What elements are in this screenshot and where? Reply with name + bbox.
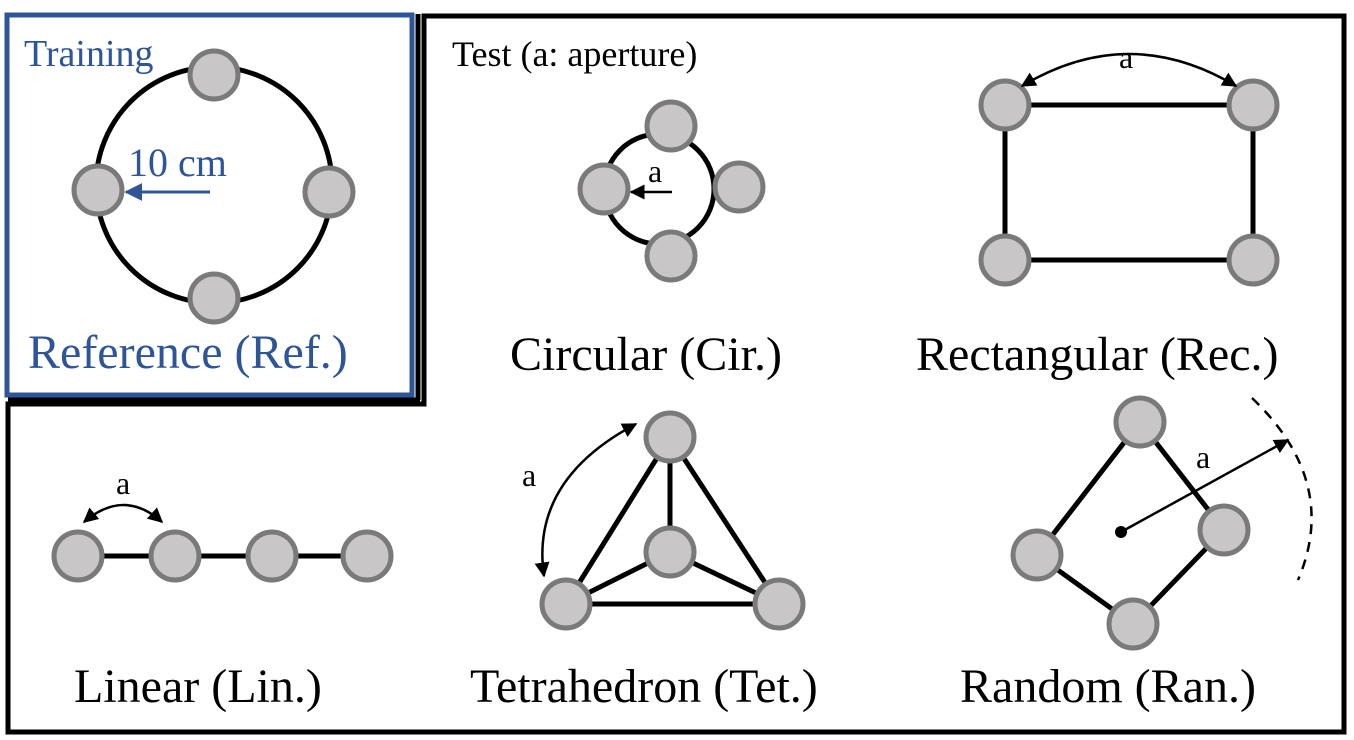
rectangular-array <box>978 52 1280 287</box>
tetrahedron-node <box>643 525 697 579</box>
circular-caption: Circular (Cir.) <box>510 328 782 381</box>
linear-node <box>148 529 202 583</box>
radius-label: 10 cm <box>128 140 227 185</box>
random-aperture-label: a <box>1196 439 1210 475</box>
rectangular-edges <box>1002 102 1256 263</box>
rectangular-caption: Rectangular (Rec.) <box>916 328 1278 381</box>
circular-node <box>577 162 631 216</box>
rectangular-node <box>1226 233 1280 287</box>
circular-array <box>577 99 766 283</box>
reference-array <box>71 48 356 325</box>
random-node <box>1010 528 1064 582</box>
rectangular-aperture-arc <box>1020 52 1238 88</box>
tetrahedron-edge <box>667 435 782 606</box>
rectangular-node <box>1226 78 1280 132</box>
linear-array <box>51 503 394 583</box>
reference-node <box>302 165 356 219</box>
linear-aperture-arc <box>82 503 164 523</box>
reference-ring <box>93 64 335 306</box>
random-node <box>1106 597 1160 651</box>
circular-node <box>712 160 766 214</box>
random-node <box>1197 503 1251 557</box>
reference-node <box>187 271 241 325</box>
random-array <box>1010 395 1313 651</box>
training-frame <box>4 12 415 398</box>
test-frame <box>5 13 1347 735</box>
reference-node <box>71 163 125 217</box>
circular-node <box>644 229 698 283</box>
linear-node <box>245 529 299 583</box>
test-label: Test (a: aperture) <box>452 34 697 74</box>
rectangular-node <box>978 78 1032 132</box>
random-node <box>1113 395 1167 449</box>
circular-node <box>644 99 698 153</box>
linear-caption: Linear (Lin.) <box>74 660 322 713</box>
linear-aperture-label: a <box>116 465 130 501</box>
tetrahedron-caption: Tetrahedron (Tet.) <box>470 660 818 713</box>
tetrahedron-aperture-arc <box>534 422 638 578</box>
linear-node <box>51 529 105 583</box>
reference-caption: Reference (Ref.) <box>28 326 348 379</box>
random-caption: Random (Ran.) <box>960 660 1256 713</box>
tetrahedron-node <box>539 577 593 631</box>
tetrahedron-aperture-label: a <box>522 457 536 493</box>
random-aperture-arrow <box>1120 438 1290 534</box>
circular-aperture-label: a <box>648 153 662 189</box>
tetrahedron-node <box>643 410 697 464</box>
reference-node <box>187 48 241 102</box>
linear-node <box>340 529 394 583</box>
training-label: Training <box>24 33 154 75</box>
rectangular-aperture-label: a <box>1119 39 1133 75</box>
tetrahedron-array <box>534 410 806 631</box>
random-bounding-arc <box>1251 397 1313 581</box>
tetrahedron-node <box>752 577 806 631</box>
rectangular-node <box>978 233 1032 287</box>
